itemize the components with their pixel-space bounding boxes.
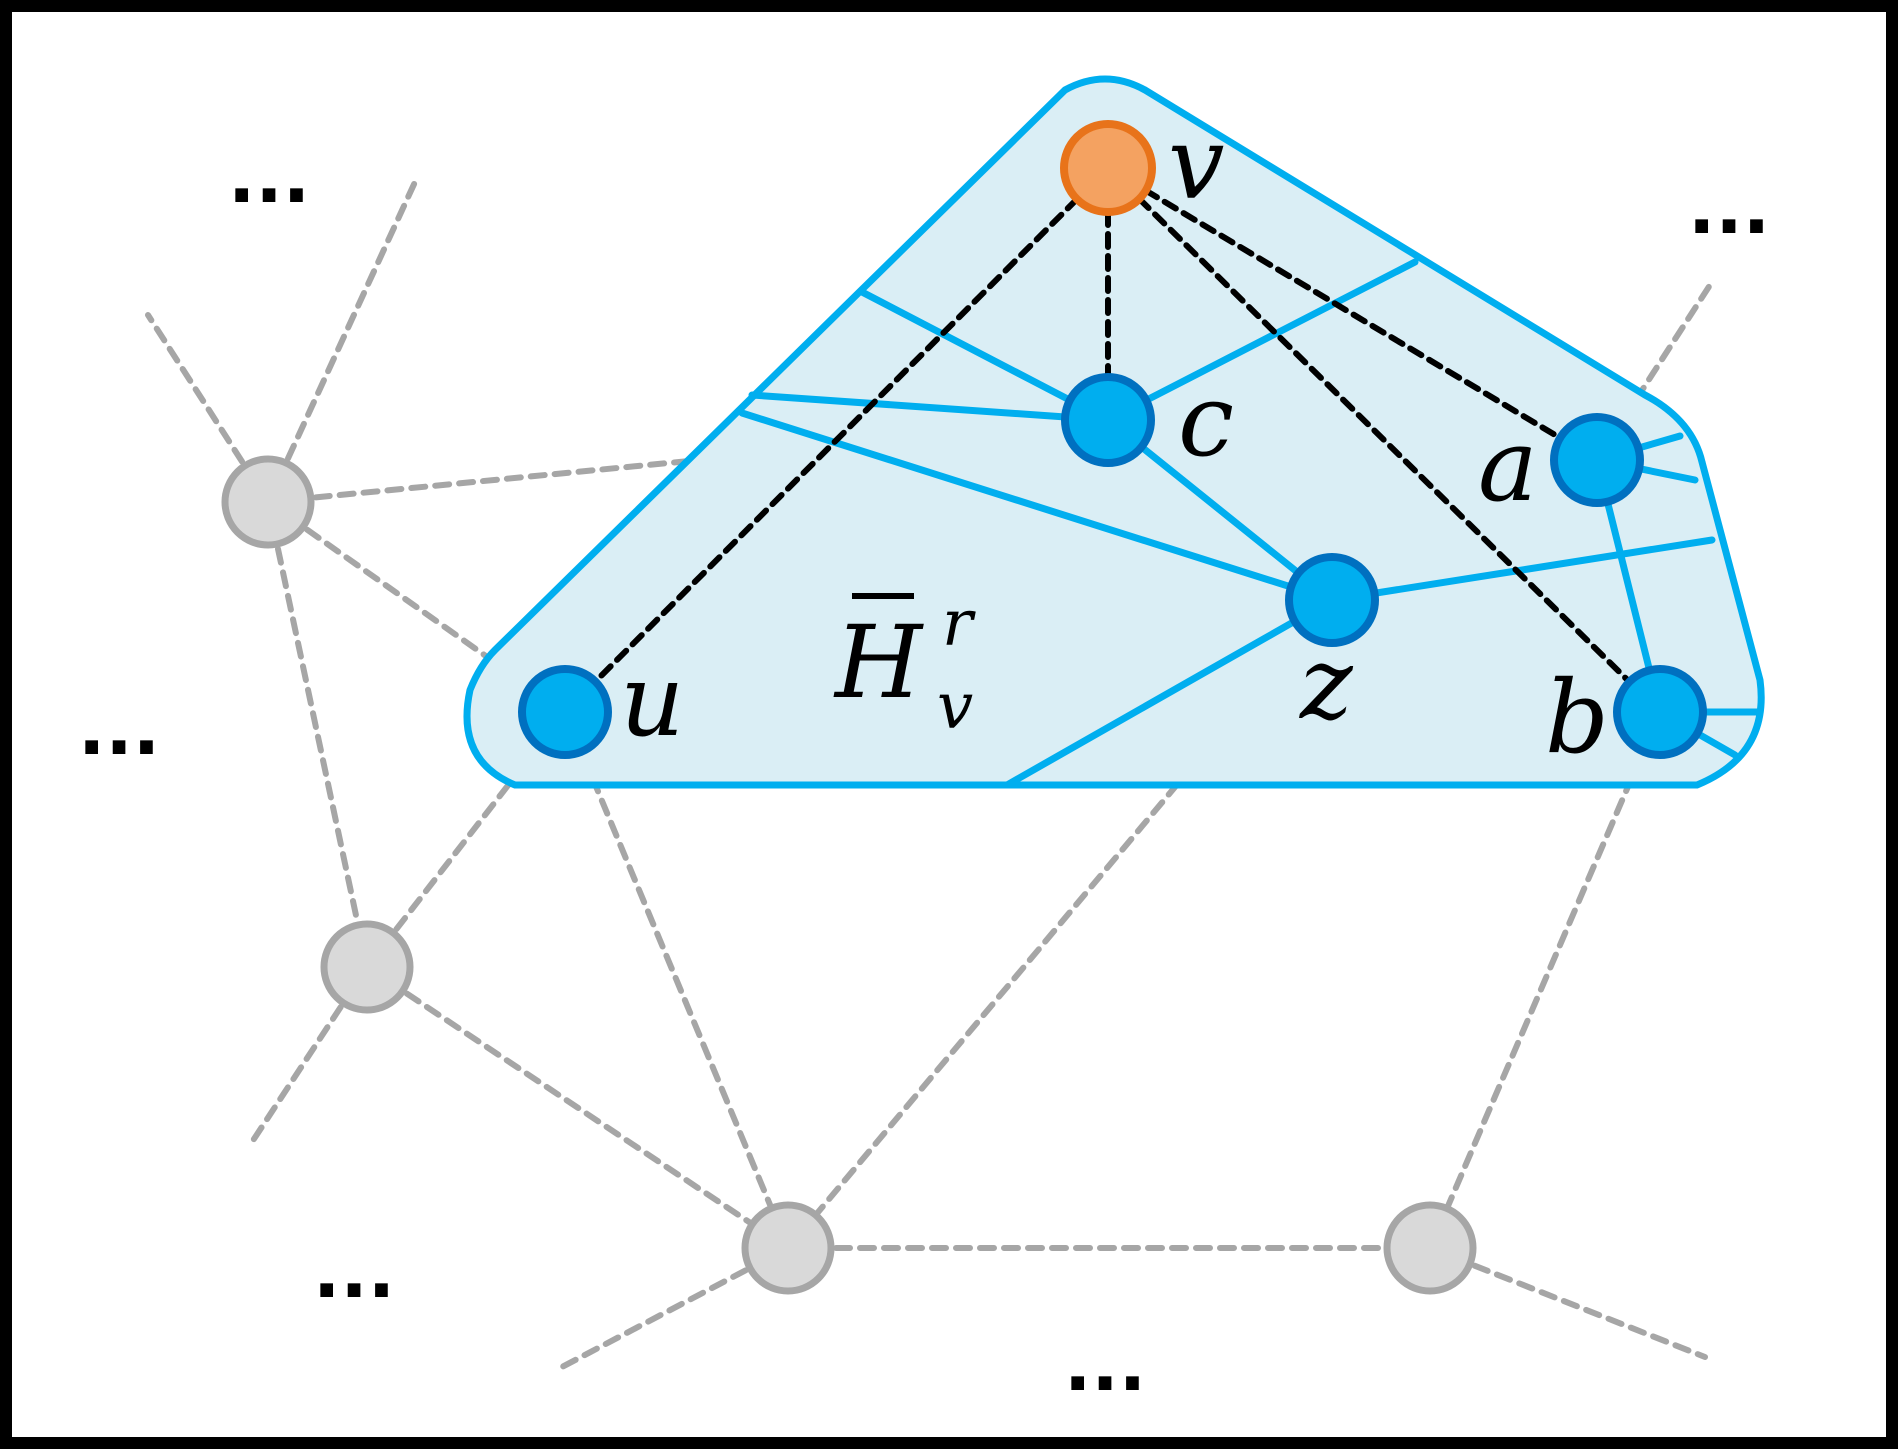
ellipsis: ... [78, 687, 160, 771]
edge-v-b [1105, 165, 1663, 715]
ellipsis-marks: ... ... ... ... ... [78, 135, 1770, 1407]
ellipsis: ... [228, 135, 310, 219]
node-u [518, 665, 612, 759]
node-label-b: b [1545, 659, 1609, 776]
node-label-c: c [1178, 362, 1234, 479]
node-v [1060, 120, 1156, 216]
ellipsis: ... [1064, 1323, 1146, 1407]
node-label-v: v [1168, 105, 1225, 222]
outer-node [1383, 1201, 1477, 1295]
node-b [1613, 665, 1707, 759]
region-label-sub: v [937, 670, 973, 744]
outer-node [221, 455, 315, 549]
edge-g3-ext [559, 1245, 791, 1370]
edge-c-left-b [748, 391, 1112, 424]
edge-c-z [1104, 416, 1336, 604]
edge-g4-ext [1427, 1245, 1708, 1360]
outer-node [320, 920, 414, 1014]
ellipsis: ... [313, 1230, 395, 1314]
outer-node [741, 1201, 835, 1295]
edge-z-right [1328, 536, 1716, 604]
node-z [1285, 553, 1379, 647]
edge-g2-g3 [364, 964, 791, 1251]
edge-z-left [738, 409, 1336, 604]
edge-c-right [1104, 258, 1419, 424]
node-c [1061, 373, 1155, 467]
node-label-a: a [1478, 407, 1538, 524]
edge-g1-g2 [265, 499, 370, 970]
node-label-z: z [1299, 625, 1354, 742]
edge-v-u [562, 165, 1111, 715]
node-a [1550, 413, 1644, 507]
region-label-base: H [833, 604, 924, 721]
edge-g1-ext-b [265, 179, 418, 505]
outer-nodes [221, 455, 1477, 1295]
edge-z-bottom [1003, 596, 1336, 789]
edge-v-a [1105, 165, 1600, 463]
edge-u-g3 [562, 709, 791, 1251]
region-label-sup: r [942, 587, 976, 661]
ellipsis: ... [1688, 166, 1770, 250]
node-label-u: u [620, 642, 684, 759]
edge-b-g4 [1427, 709, 1663, 1251]
region-label: H r v [833, 587, 976, 744]
region-nodes [518, 373, 1707, 759]
